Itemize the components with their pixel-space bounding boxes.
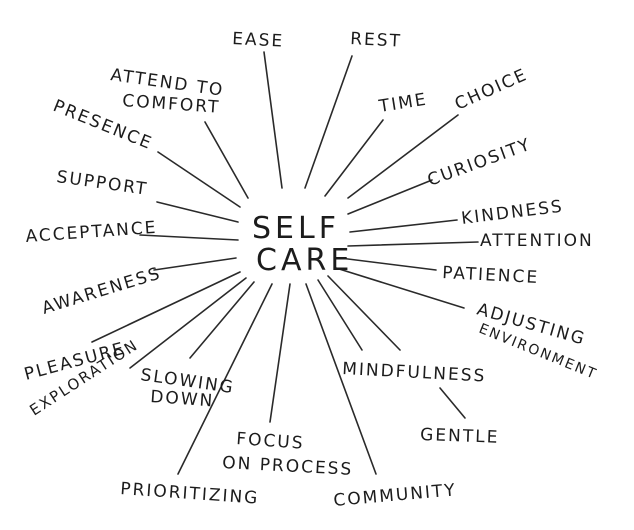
ray-gentle: [439, 387, 466, 419]
ray-awareness: [153, 257, 237, 271]
word-focus: FOCUS: [236, 429, 305, 454]
ray-attend-to-comfort: [204, 121, 249, 199]
ray-patience: [339, 257, 437, 271]
ray-ease: [263, 51, 283, 189]
center-title-care: CARE: [256, 243, 353, 278]
word-rest: REST: [350, 29, 403, 52]
word-ease: EASE: [232, 29, 285, 52]
center-title-self: SELF: [252, 211, 340, 246]
ray-kindness: [349, 219, 458, 233]
ray-mindfulness: [317, 279, 363, 351]
ray-curiosity: [347, 179, 433, 215]
ray-exploration: [129, 277, 247, 369]
ray-support: [156, 201, 239, 223]
ray-presence: [157, 151, 241, 208]
connector-rays: [91, 51, 479, 475]
ray-attention: [347, 241, 479, 247]
ray-time: [324, 119, 384, 197]
ray-slowing-down: [189, 281, 255, 359]
word-down: DOWN: [150, 387, 215, 411]
ray-choice: [347, 114, 459, 199]
ray-focus: [269, 283, 291, 423]
ray-mindfulness-2: [327, 275, 401, 351]
word-gentle: GENTLE: [420, 425, 500, 448]
ray-pleasure: [91, 271, 241, 343]
ray-rest: [304, 55, 353, 189]
ray-acceptance: [139, 234, 239, 241]
ray-community: [305, 283, 377, 475]
ray-adjusting-environment: [335, 267, 465, 309]
ray-prioritizing: [177, 283, 273, 475]
word-attention: ATTENTION: [480, 231, 594, 251]
